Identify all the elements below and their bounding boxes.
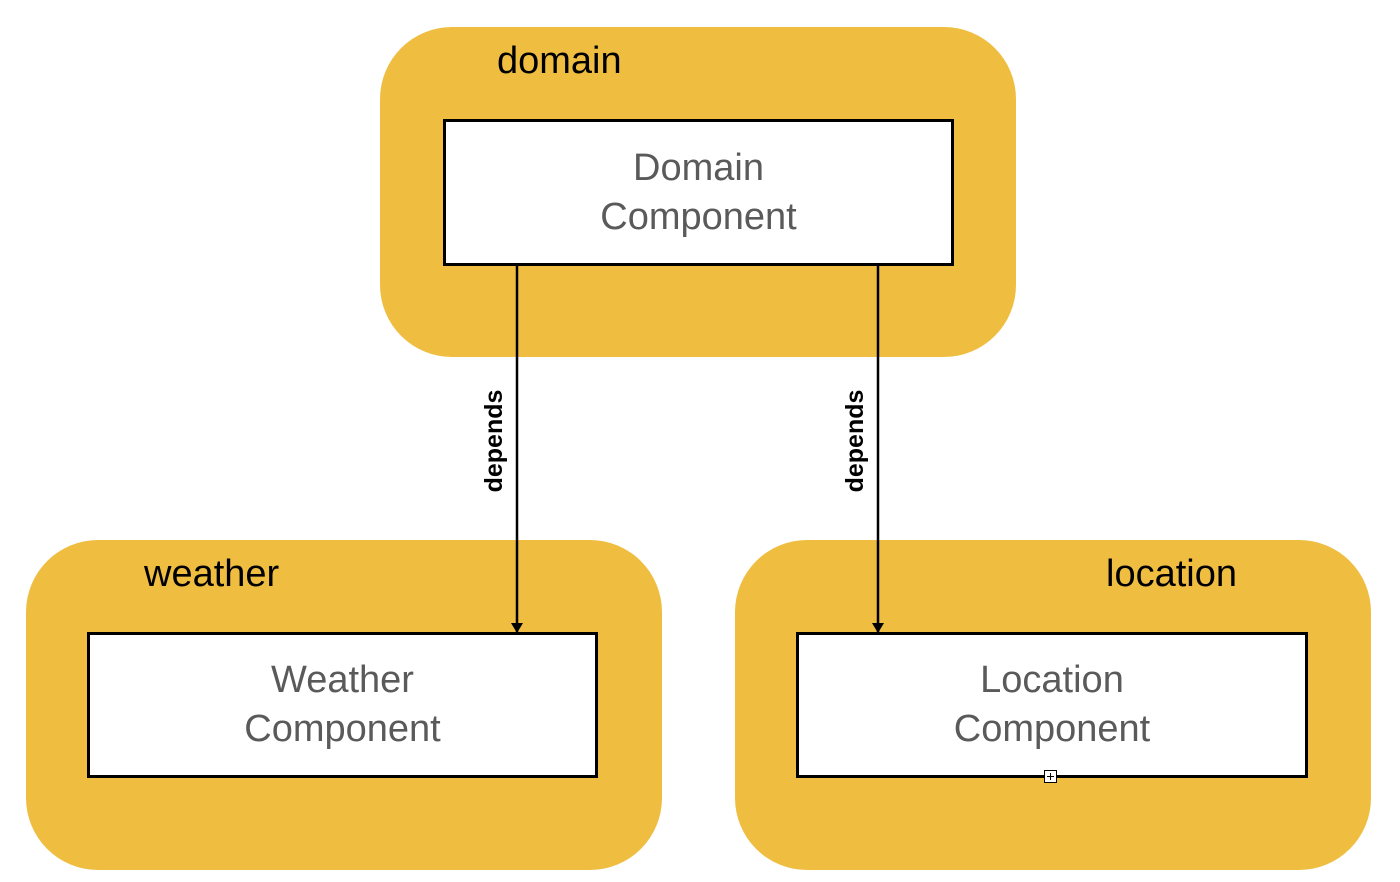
domain-component-box[interactable]: Domain Component (443, 119, 954, 266)
resize-handle-icon[interactable] (1044, 770, 1057, 783)
edge-label-weather: depends (480, 390, 508, 493)
location-component-line1: Location (980, 659, 1124, 701)
weather-module-label: weather (144, 553, 280, 595)
location-component-box[interactable]: Location Component (796, 632, 1308, 778)
edge-label-location: depends (841, 390, 869, 493)
domain-component-line1: Domain (633, 146, 764, 189)
weather-component-line2: Component (244, 708, 441, 750)
domain-component-text: Domain Component (600, 144, 796, 242)
domain-component-line2: Component (600, 195, 797, 238)
location-component-text: Location Component (954, 656, 1150, 754)
weather-component-line1: Weather (271, 659, 414, 701)
location-module-label: location (1106, 553, 1237, 595)
weather-component-box[interactable]: Weather Component (87, 632, 598, 778)
weather-component-text: Weather Component (244, 656, 440, 754)
location-component-line2: Component (953, 708, 1151, 750)
domain-module-label: domain (497, 40, 622, 82)
